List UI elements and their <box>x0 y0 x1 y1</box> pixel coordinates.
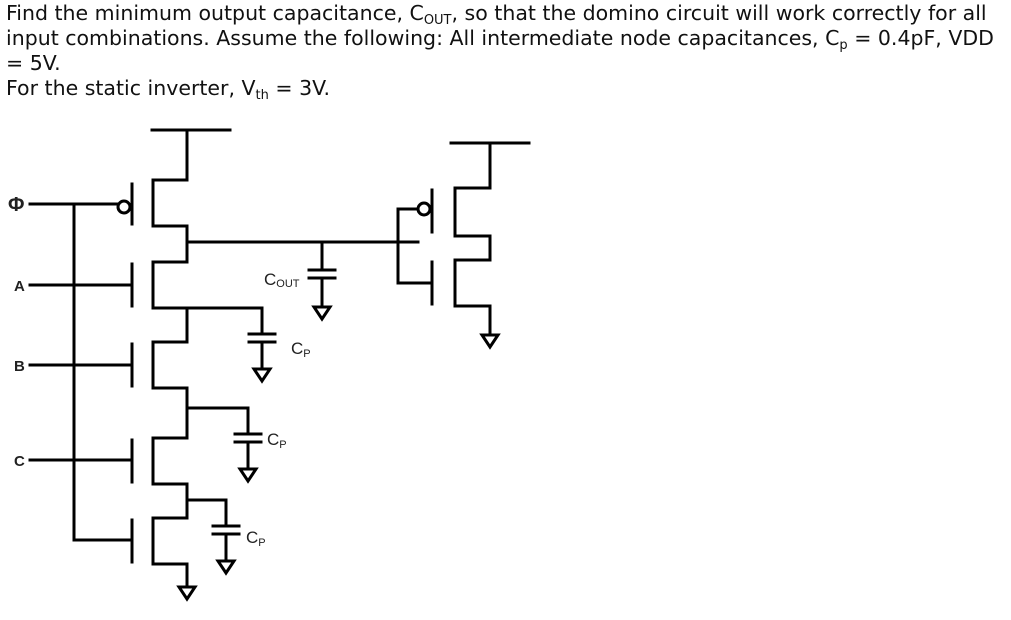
inverter-pmos-channel <box>453 141 492 262</box>
cp1-label: CP <box>291 339 311 360</box>
question-part-2: , so that the domino circuit will work c… <box>6 1 987 50</box>
cout-label-main: C <box>264 270 276 289</box>
cp1-branch-wire <box>185 306 264 336</box>
cp-subscript: p <box>839 38 848 53</box>
pmos-inversion-bubble <box>116 199 132 215</box>
input-c-label: C <box>14 453 25 470</box>
cp2-branch-wire <box>185 406 250 436</box>
input-b-label: B <box>14 358 25 375</box>
cout-label-sub: OUT <box>276 278 300 290</box>
nmos-c-channel <box>151 436 189 486</box>
question-part-3: = 0.4pF, VDD = 5V. <box>6 26 994 75</box>
domino-ground-icon <box>177 580 197 601</box>
cp1-label-main: C <box>291 339 303 358</box>
clock-foot-wire <box>72 202 134 542</box>
input-a-label: A <box>14 278 25 295</box>
vth-prefix: For the static inverter, V <box>6 76 256 100</box>
inverter-pmos-bubble <box>416 201 432 217</box>
cp2-label: CP <box>267 430 287 451</box>
clock-label: Φ <box>8 194 24 216</box>
vth-subscript: th <box>255 88 269 103</box>
question-line-vth: For the static inverter, Vth = 3V. <box>6 76 1006 103</box>
question-paragraph: Find the minimum output capacitance, COU… <box>6 1 1006 76</box>
cp2-ground-icon <box>238 462 258 483</box>
cp3-label-main: C <box>246 528 258 547</box>
inverter-gate-wire <box>396 207 434 285</box>
cp2-label-sub: P <box>279 439 286 451</box>
question-text: Find the minimum output capacitance, COU… <box>6 1 1006 103</box>
cp1-ground-icon <box>252 362 272 383</box>
cout-label: COUT <box>264 270 300 290</box>
nmos-a-channel <box>151 260 189 310</box>
cout-ground-icon <box>312 300 332 321</box>
vth-suffix: = 3V. <box>268 76 331 100</box>
cp2-label-main: C <box>267 430 279 449</box>
cp3-label: CP <box>246 528 266 549</box>
pmos-precharge-channel <box>151 128 189 244</box>
inverter-nmos-channel <box>453 258 492 332</box>
inverter-ground-icon <box>480 328 500 349</box>
cp1-label-sub: P <box>303 348 310 360</box>
cp3-branch-wire <box>185 498 228 528</box>
cp3-ground-icon <box>216 554 236 575</box>
nmos-foot-channel <box>151 516 189 584</box>
question-part-1: Find the minimum output capacitance, C <box>6 1 424 25</box>
cp3-label-sub: P <box>258 537 265 549</box>
nmos-b-channel <box>151 340 189 390</box>
cout-subscript: OUT <box>423 13 452 28</box>
